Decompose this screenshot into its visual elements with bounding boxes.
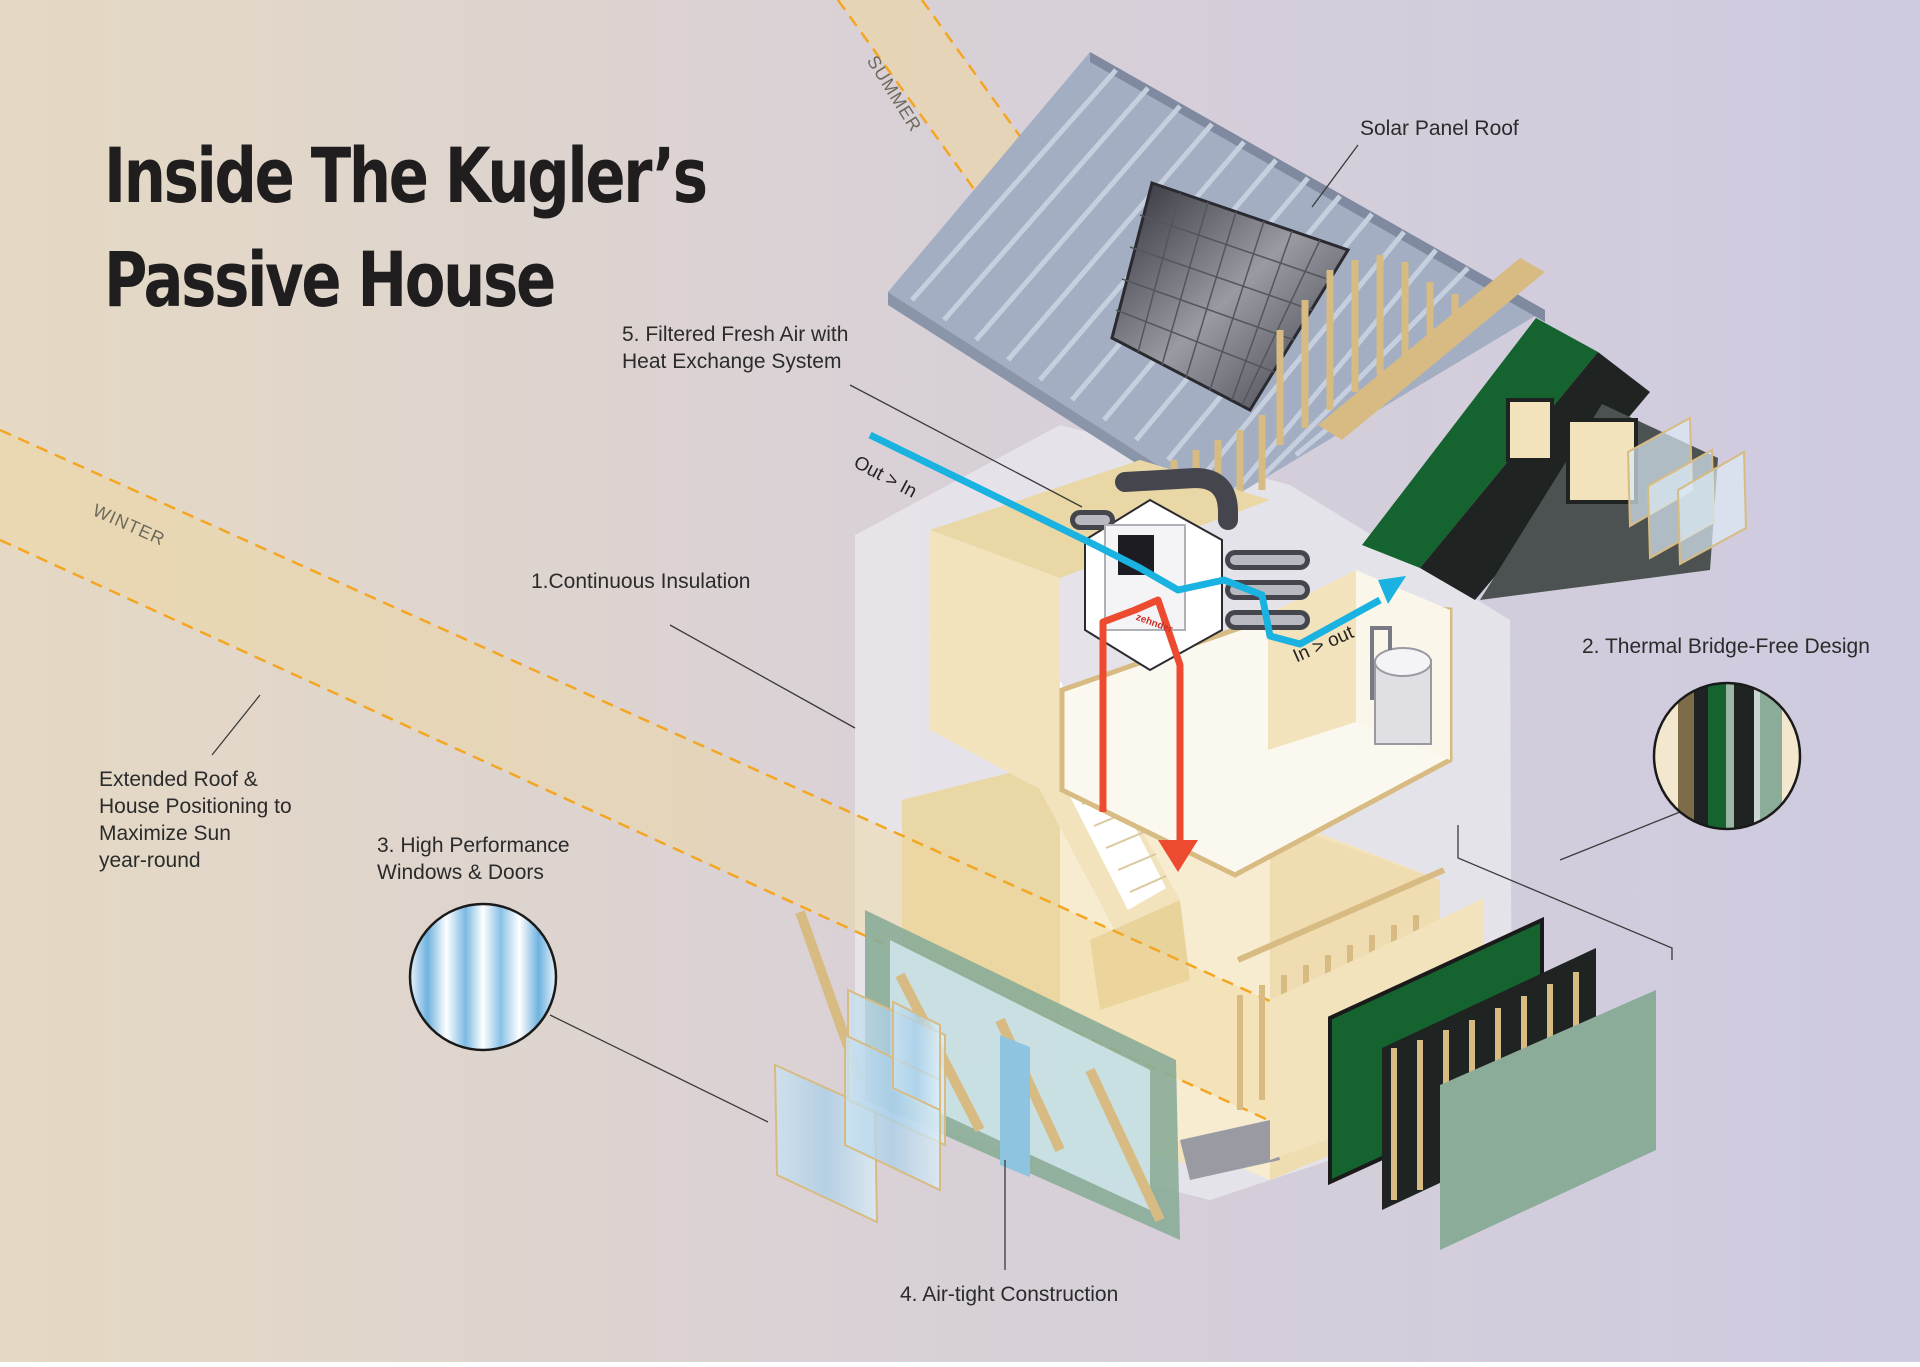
page-title: Inside The Kugler’s Passive House <box>104 124 708 332</box>
exhaust-air-path <box>1099 596 1198 872</box>
exploded-wall-layers <box>1328 916 1656 1250</box>
title-line-1: Inside The Kugler’s <box>104 131 708 220</box>
leader-lines <box>211 144 1686 1270</box>
wall-section-lens <box>1652 681 1802 831</box>
callout-solar-roof: Solar Panel Roof <box>1360 117 1519 140</box>
callout-windows-line-1: 3. High Performance <box>377 834 570 857</box>
front-window-panes <box>773 988 946 1224</box>
callout-airtight: 4. Air-tight Construction <box>900 1283 1119 1306</box>
callout-extended-roof: Extended Roof & House Positioning to Max… <box>99 766 292 874</box>
title-line-2: Passive House <box>104 235 556 324</box>
callout-extended-roof-line-3: Maximize Sun <box>99 822 231 845</box>
callout-thermal-bridge: 2. Thermal Bridge-Free Design <box>1582 635 1870 658</box>
callout-extended-roof-line-1: Extended Roof & <box>99 768 258 791</box>
water-tank <box>1370 626 1432 745</box>
solar-panel <box>1110 181 1351 412</box>
fresh-air-path <box>868 431 1406 648</box>
callout-continuous-insulation: 1.Continuous Insulation <box>531 570 751 593</box>
window-detail-lens <box>408 902 558 1052</box>
callout-windows: 3. High Performance Windows & Doors <box>377 832 570 886</box>
callout-fresh-air-line-1: 5. Filtered Fresh Air with <box>622 323 849 346</box>
gable-window-panes <box>1626 416 1748 566</box>
callout-extended-roof-line-2: House Positioning to <box>99 795 292 818</box>
callout-fresh-air-line-2: Heat Exchange System <box>622 350 842 373</box>
upper-floor <box>930 460 1453 878</box>
callout-extended-roof-line-4: year-round <box>99 849 201 872</box>
callout-fresh-air: 5. Filtered Fresh Air with Heat Exchange… <box>622 321 848 375</box>
callout-windows-line-2: Windows & Doors <box>377 861 544 884</box>
